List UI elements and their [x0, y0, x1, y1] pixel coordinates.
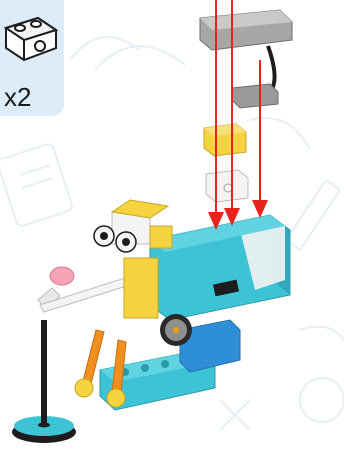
white-technic-brick-part: [206, 170, 248, 202]
pink-round-tile: [50, 267, 74, 285]
part-callout-panel: x2: [0, 0, 64, 116]
gray-gear: [160, 314, 192, 346]
white-technic-brick-1x2-with-holes-icon: [0, 6, 62, 68]
down-arrow-icon: [252, 200, 268, 218]
yellow-brick-part: [204, 124, 246, 156]
gray-sensor-part: [200, 10, 292, 108]
part-quantity: x2: [4, 84, 31, 110]
